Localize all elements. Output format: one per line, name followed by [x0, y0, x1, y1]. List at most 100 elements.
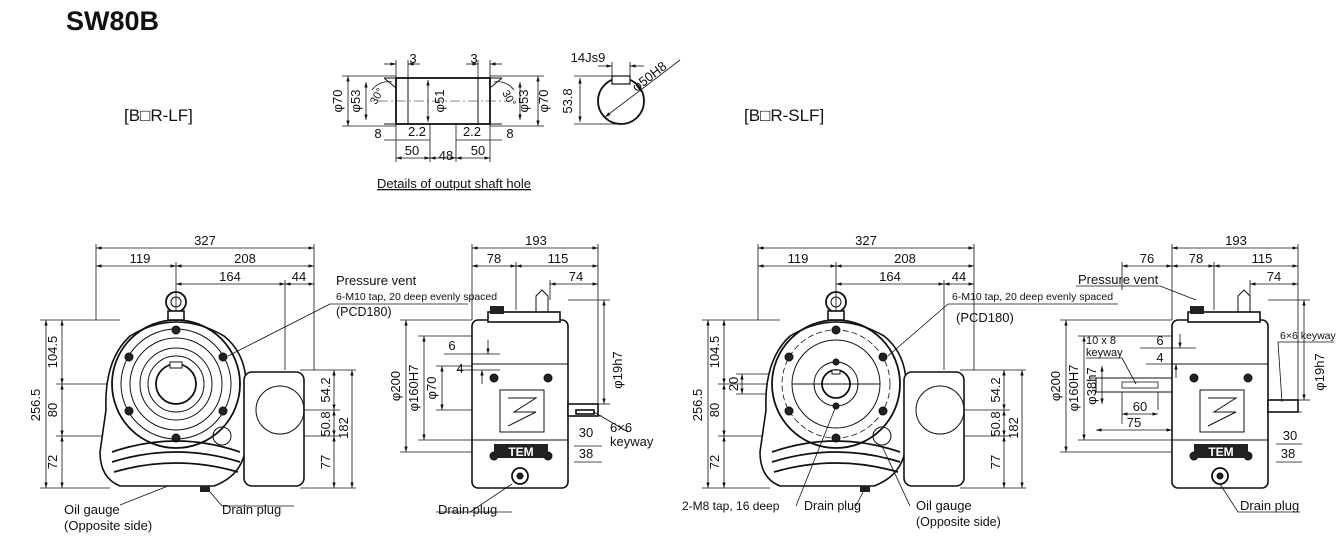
dim-d53-left: φ53 [348, 90, 363, 113]
dim-d53-right: φ53 [516, 90, 531, 113]
dim-rf-208: 208 [894, 251, 916, 266]
dim-rs-keyway-label: keyway [1086, 347, 1123, 359]
dim-rf-20: 20 [726, 377, 741, 391]
dim-rf-77: 77 [988, 455, 1003, 469]
dim-lf-104-5: 104.5 [45, 336, 60, 369]
rs-pressure-vent-label: Pressure vent [1078, 272, 1159, 287]
rf-pcd-label: (PCD180) [956, 310, 1014, 325]
dim-rf-256-5: 256.5 [690, 389, 705, 422]
dim-48: 48 [439, 148, 453, 163]
dim-lf-327: 327 [194, 233, 216, 248]
dim-rs-d19h7: φ19h7 [1312, 353, 1327, 390]
left-front-view: 327 119 208 164 44 256.5 104.5 80 72 54.… [28, 233, 497, 533]
dim-ls-6: 6 [448, 338, 455, 353]
dim-rs-6: 6 [1156, 333, 1163, 348]
dim-rf-80: 80 [707, 403, 722, 417]
dim-8-right: 8 [506, 126, 513, 141]
dim-rs-4: 4 [1156, 350, 1163, 365]
rf-oil-gauge-label: Oil gauge [916, 498, 972, 513]
dim-ls-d200: φ200 [388, 371, 403, 401]
right-front-view: 327 119 208 164 44 256.5 104.5 80 72 20 … [682, 233, 1118, 529]
dim-rf-54-2: 54.2 [988, 377, 1003, 402]
dim-rf-104-5: 104.5 [707, 336, 722, 369]
dim-d70-left: φ70 [330, 90, 345, 113]
dim-rf-72: 72 [707, 455, 722, 469]
rs-drain-plug-label: Drain plug [1240, 498, 1299, 513]
lf-pcd-label: (PCD180) [336, 305, 392, 319]
dim-rf-44: 44 [952, 269, 966, 284]
dim-lf-208: 208 [234, 251, 256, 266]
dim-rs-d200: φ200 [1048, 371, 1063, 401]
dim-53-8: 53.8 [560, 88, 575, 113]
dim-lf-256-5: 256.5 [28, 389, 43, 422]
dim-ls-78: 78 [487, 251, 501, 266]
dim-rs-38: 38 [1281, 446, 1295, 461]
page-title: SW80B [66, 6, 160, 36]
dim-3-left: 3 [409, 51, 416, 66]
dim-lf-77: 77 [318, 455, 333, 469]
dim-ls-keyway: keyway [610, 434, 654, 449]
dim-rs-key-6x6: 6×6 keyway [1280, 330, 1336, 342]
rs-logo-text: TEM [1208, 445, 1233, 459]
shaft-hole-detail: φ70 φ53 30° φ51 30° φ53 φ70 3 3 8 2.2 2.… [330, 50, 681, 191]
dim-rs-115: 115 [1252, 251, 1273, 266]
dim-rs-193: 193 [1225, 233, 1247, 248]
dim-50-right: 50 [471, 143, 485, 158]
dim-rs-d160h7: φ160H7 [1066, 365, 1081, 412]
lf-opposite-side-label: (Opposite side) [64, 518, 152, 533]
dim-ls-30: 30 [579, 425, 593, 440]
dim-30deg-left: 30° [368, 86, 387, 106]
ls-drain-plug-label: Drain plug [438, 502, 497, 517]
dim-rs-75: 75 [1127, 415, 1141, 430]
dim-keyway-14js9: 14Js9 [571, 50, 606, 65]
dim-lf-54-2: 54.2 [318, 377, 333, 402]
dim-lf-164: 164 [219, 269, 241, 284]
dim-8-left: 8 [374, 126, 381, 141]
rf-tap-label: 6-M10 tap, 20 deep evenly spaced [952, 291, 1113, 303]
lf-drain-plug-label: Drain plug [222, 502, 281, 517]
dim-rf-327: 327 [855, 233, 877, 248]
dim-3-right: 3 [470, 51, 477, 66]
ls-logo-text: TEM [508, 445, 533, 459]
variant-label-lf: [B□R-LF] [124, 106, 193, 125]
lf-oil-gauge-label: Oil gauge [64, 502, 120, 517]
rf-m8-tap-label: 2-M8 tap, 16 deep [682, 499, 780, 513]
dim-ls-4: 4 [456, 361, 463, 376]
rf-drain-plug-label: Drain plug [804, 499, 861, 513]
dim-lf-50-8: 50.8 [318, 411, 333, 436]
dim-ls-38: 38 [579, 446, 593, 461]
dim-lf-72: 72 [45, 455, 60, 469]
dim-rs-30: 30 [1283, 428, 1297, 443]
dim-d51: φ51 [432, 90, 447, 113]
dim-rs-78: 78 [1189, 251, 1203, 266]
dim-ls-193: 193 [525, 233, 547, 248]
dim-rs-74: 74 [1267, 269, 1281, 284]
dim-rf-50-8: 50.8 [988, 411, 1003, 436]
dim-lf-44: 44 [292, 269, 306, 284]
dim-2-2-right: 2.2 [463, 124, 481, 139]
dim-rs-76: 76 [1140, 251, 1154, 266]
dim-ls-d70: φ70 [424, 377, 439, 400]
dim-2-2-left: 2.2 [408, 124, 426, 139]
dim-lf-80: 80 [45, 403, 60, 417]
right-side-view: 193 76 78 115 74 TEM φ200 [1048, 233, 1336, 513]
dim-lf-182: 182 [336, 417, 351, 439]
dim-rf-164: 164 [879, 269, 901, 284]
dim-ls-115: 115 [548, 251, 569, 266]
shaft-detail-caption: Details of output shaft hole [377, 176, 531, 191]
dim-rs-keyway-10x8: 10 x 8 [1086, 335, 1116, 347]
dim-bore-d50h8: φ50H8 [629, 58, 669, 94]
lf-pressure-vent-label: Pressure vent [336, 273, 417, 288]
variant-label-slf: [B□R-SLF] [744, 106, 825, 125]
dim-rf-182: 182 [1006, 417, 1021, 439]
lf-tap-label: 6-M10 tap, 20 deep evenly spaced [336, 291, 497, 303]
dim-ls-d160h7: φ160H7 [406, 365, 421, 412]
dim-lf-119: 119 [130, 251, 151, 266]
dim-rs-60: 60 [1133, 399, 1147, 414]
dim-d70-right: φ70 [536, 90, 551, 113]
left-side-view: 193 78 115 74 TEM φ200 φ16 [388, 233, 654, 517]
dim-50-left: 50 [405, 143, 419, 158]
dim-ls-d19h7: φ19h7 [610, 351, 625, 388]
dim-ls-74: 74 [569, 269, 583, 284]
